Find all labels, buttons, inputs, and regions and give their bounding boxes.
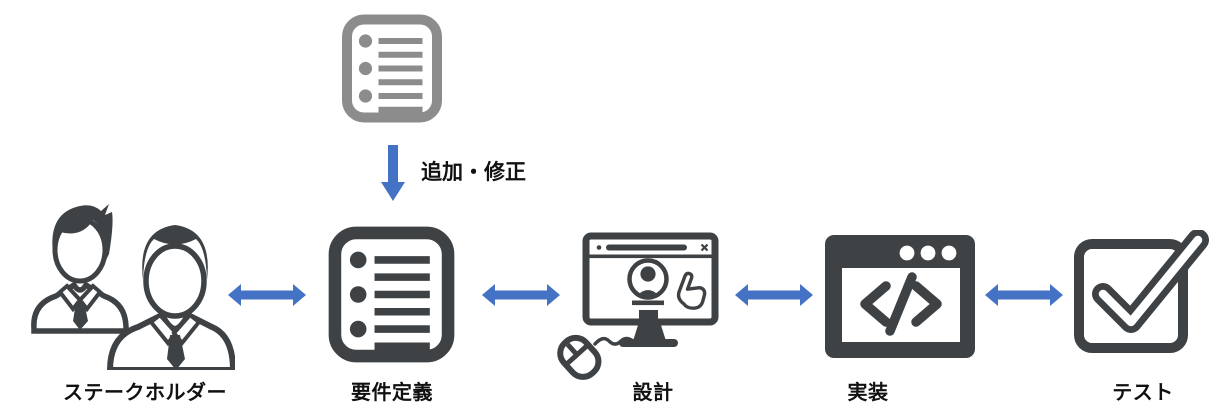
hand-cursor-icon [676, 271, 707, 310]
stage-label-requirements: 要件定義 [351, 382, 433, 404]
design-monitor-icon [557, 232, 719, 380]
test-checkbox-icon [1074, 230, 1209, 353]
bidirectional-arrow-icon [482, 284, 560, 306]
change-list-icon [342, 14, 442, 123]
person-front [106, 225, 235, 370]
mouse-icon [557, 334, 602, 380]
down-arrow-icon [381, 145, 405, 201]
person-back [31, 204, 129, 334]
bidirectional-arrow-icon [985, 284, 1063, 306]
stage-label-design: 設計 [632, 382, 674, 404]
stage-label-test: テスト [1112, 382, 1174, 404]
bidirectional-arrow-icon [228, 284, 306, 306]
bidirectional-arrow-icon [735, 284, 813, 306]
requirements-list-icon [328, 226, 455, 363]
annotation-label: 追加・修正 [421, 161, 526, 184]
stage-label-implementation: 実装 [847, 382, 889, 404]
stage-label-stakeholders: ステークホルダー [63, 382, 227, 404]
stakeholders-icon [31, 204, 235, 370]
code-window-icon [825, 235, 975, 358]
